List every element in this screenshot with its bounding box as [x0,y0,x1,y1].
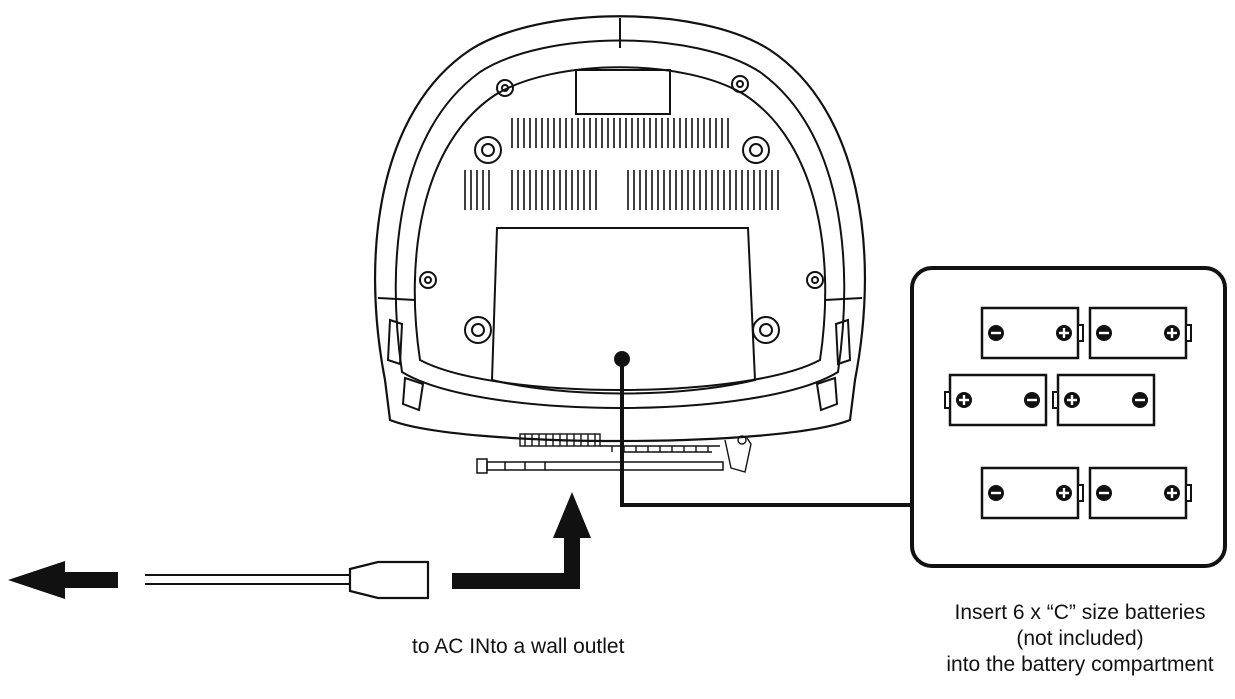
battery-caption: Insert 6 x “C” size batteries (not inclu… [925,600,1235,678]
battery-caption-line-2: (not included) [1016,627,1144,650]
battery-cell [980,466,1084,520]
battery-cell [1052,373,1156,427]
battery-cell [944,373,1048,427]
rear-jacks [519,433,752,473]
telescopic-antenna [476,458,724,474]
up-arrow [452,492,591,589]
callout-line [620,359,912,507]
battery-cell [980,306,1084,360]
battery-compartment-inset [910,266,1227,568]
ac-power-cord [145,560,430,600]
ac-power-caption: to AC INto a wall outlet [412,635,625,658]
left-arrow [8,561,118,599]
device-rear-housing [373,15,867,474]
battery-layer [944,306,1192,520]
battery-caption-line-1: Insert 6 x “C” size batteries [954,601,1206,624]
battery-cell [1088,466,1192,520]
vent-grille [464,118,779,210]
battery-caption-line-3: into the battery compartment [946,653,1214,676]
battery-door[interactable] [490,227,757,395]
screws [419,75,824,344]
battery-cell [1088,306,1192,360]
